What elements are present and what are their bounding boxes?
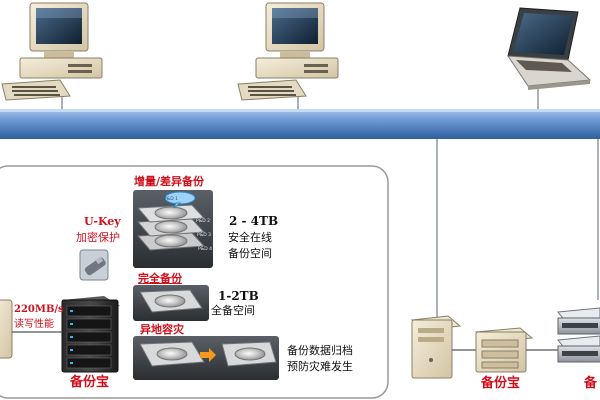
full-capacity: 1-2TB [218, 289, 259, 303]
ukey-desc: 加密保护 [76, 231, 120, 244]
backup-device-tower [61, 296, 120, 373]
main-device-label: 备份宝 [70, 375, 110, 390]
full-desc: 全备空间 [211, 304, 255, 317]
speed-value: 220MB/s [14, 304, 64, 315]
rack-server [557, 307, 600, 363]
server-tower [410, 315, 462, 379]
disk-bubble-text: P&D 1 [164, 196, 178, 202]
disk-side-label: P&D 2 [196, 218, 210, 224]
ukey-title: U-Key [84, 215, 121, 228]
incremental-backup-label: 增量/差异备份 [134, 175, 205, 188]
remote-backup-device [474, 327, 534, 373]
speed-desc: 读写性能 [14, 319, 54, 330]
incremental-capacity: 2 - 4TB [229, 214, 279, 228]
network-bus [0, 109, 600, 139]
offsite-desc-1: 备份数据归档 [287, 344, 353, 357]
offsite-backup-disks [133, 336, 279, 380]
server-links [436, 139, 599, 318]
arrow-icon [200, 348, 216, 362]
offsite-backup-label: 异地容灾 [140, 323, 184, 336]
desktop-computer-left [1, 2, 103, 101]
offsite-desc-2: 预防灾难发生 [287, 360, 353, 373]
full-backup-disk [133, 285, 209, 321]
full-backup-label: 完全备份 [138, 272, 182, 285]
remote-device-label: 备份宝 [481, 376, 521, 391]
laptop-computer [507, 7, 592, 90]
client-device-partial [0, 299, 13, 359]
server-device-label: 备 [584, 376, 598, 391]
incremental-disk-stack: P&D 2 P&D 3 P&D 4 P&D 1 [133, 190, 213, 268]
usb-key-icon [79, 249, 109, 281]
incremental-desc-2: 备份空间 [228, 247, 272, 260]
desktop-computer-middle [237, 2, 339, 101]
disk-side-label: P&D 3 [197, 232, 211, 238]
disk-side-label: P&D 4 [198, 246, 212, 252]
incremental-desc-1: 安全在线 [228, 231, 272, 244]
